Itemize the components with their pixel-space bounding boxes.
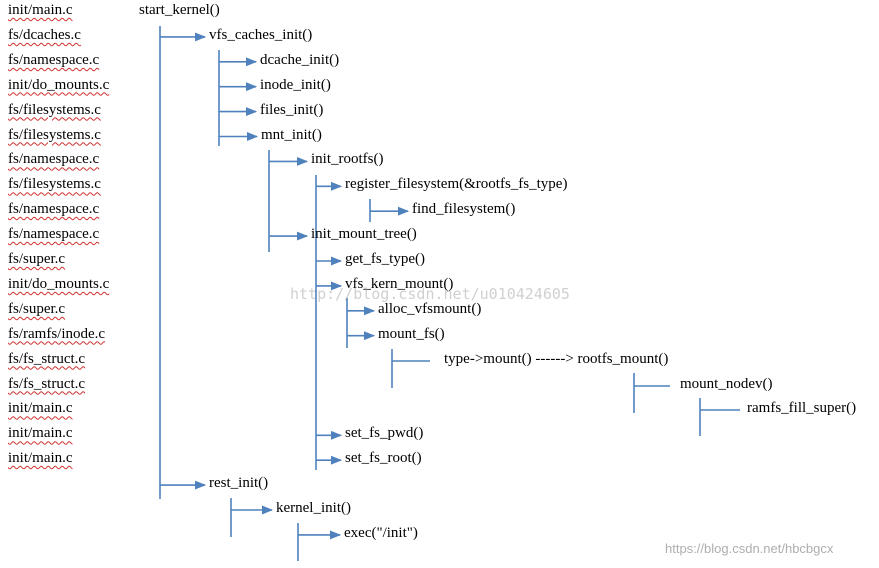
- file-label: fs/namespace.c: [8, 51, 100, 68]
- watermark-center: http://blog.csdn.net/u010424605: [290, 285, 570, 303]
- function-node: kernel_init(): [276, 500, 351, 516]
- file-label: fs/fs_struct.c: [8, 375, 86, 392]
- file-label: init/main.c: [8, 450, 73, 467]
- function-node: init_rootfs(): [311, 151, 384, 168]
- function-node: set_fs_root(): [345, 450, 422, 467]
- file-label: fs/namespace.c: [8, 226, 100, 243]
- function-node: vfs_caches_init(): [209, 26, 313, 43]
- file-label: fs/filesystems.c: [8, 176, 101, 193]
- function-node: dcache_init(): [260, 51, 340, 68]
- file-label: init/main.c: [8, 2, 73, 18]
- function-node: init_mount_tree(): [311, 226, 417, 243]
- function-node: find_filesystem(): [412, 201, 516, 218]
- function-node: get_fs_type(): [345, 251, 425, 267]
- function-node: inode_init(): [260, 76, 331, 93]
- function-node: ramfs_fill_super(): [747, 400, 857, 417]
- file-label: fs/fs_struct.c: [8, 350, 86, 367]
- file-label: fs/filesystems.c: [8, 101, 101, 118]
- function-node: set_fs_pwd(): [345, 425, 424, 442]
- function-node: register_filesystem(&rootfs_fs_type): [345, 176, 568, 193]
- file-label: init/main.c: [8, 425, 73, 442]
- file-label: fs/dcaches.c: [8, 26, 81, 43]
- file-label: fs/super.c: [8, 300, 66, 317]
- function-node: vfs_kern_mount(): [345, 275, 454, 292]
- file-label: fs/filesystems.c: [8, 126, 101, 143]
- function-node: type->mount() ------> rootfs_mount(): [444, 350, 669, 367]
- function-node: files_init(): [260, 101, 324, 118]
- file-label: init/do_mounts.c: [8, 275, 110, 292]
- file-label: init/do_mounts.c: [8, 76, 110, 93]
- function-node: mnt_init(): [261, 126, 322, 143]
- file-label: init/main.c: [8, 400, 73, 417]
- file-label: fs/namespace.c: [8, 201, 100, 218]
- watermark-corner: https://blog.csdn.net/hbcbgcx: [665, 541, 834, 556]
- file-label: fs/ramfs/inode.c: [8, 325, 106, 342]
- function-node: mount_fs(): [378, 325, 445, 342]
- function-node: rest_init(): [209, 475, 269, 492]
- function-node: mount_nodev(): [680, 375, 773, 392]
- function-node: exec("/init"): [344, 524, 418, 541]
- function-node: start_kernel(): [139, 2, 220, 18]
- file-label: fs/super.c: [8, 251, 66, 267]
- function-node: alloc_vfsmount(): [378, 300, 482, 317]
- file-label: fs/namespace.c: [8, 151, 100, 168]
